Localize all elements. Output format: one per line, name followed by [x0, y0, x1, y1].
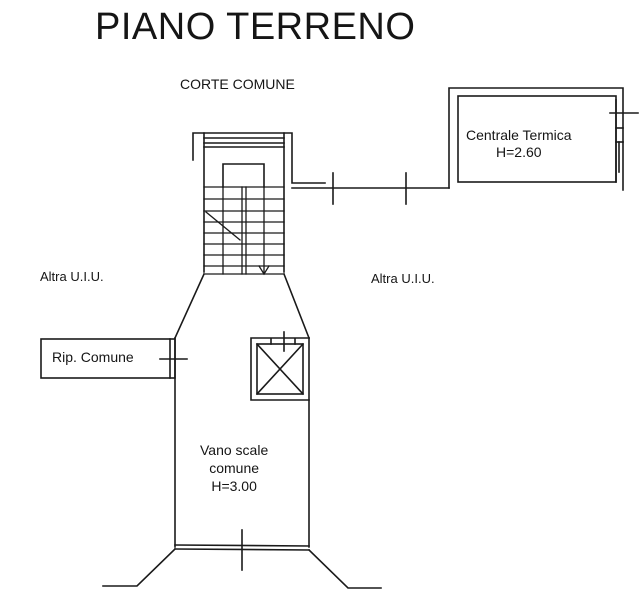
vano-scale-line2: comune	[209, 460, 260, 476]
centrale-termica-room	[448, 87, 639, 191]
rip-comune-room	[40, 338, 188, 379]
corridor-wall	[291, 172, 450, 205]
altra-uiu-left-label: Altra U.I.U.	[40, 269, 104, 284]
page-title: PIANO TERRENO	[95, 6, 416, 48]
vano-scale-line1: Vano scale	[200, 442, 269, 458]
centrale-termica-name: Centrale Termica	[466, 127, 572, 143]
elevator-shaft	[250, 331, 310, 401]
stair-enclosure	[192, 132, 326, 273]
rip-comune-label: Rip. Comune	[52, 349, 134, 365]
altra-uiu-right-label: Altra U.I.U.	[371, 271, 435, 286]
stair-steps	[203, 186, 285, 276]
stairwell-walls	[102, 272, 382, 589]
vano-scale-label: Vano scale comune H=3.00	[200, 441, 268, 495]
vano-scale-height: H=3.00	[211, 478, 257, 494]
centrale-termica-height: H=2.60	[496, 144, 542, 160]
centrale-termica-label: Centrale Termica H=2.60	[466, 127, 572, 161]
corte-comune-label: CORTE COMUNE	[180, 76, 295, 92]
